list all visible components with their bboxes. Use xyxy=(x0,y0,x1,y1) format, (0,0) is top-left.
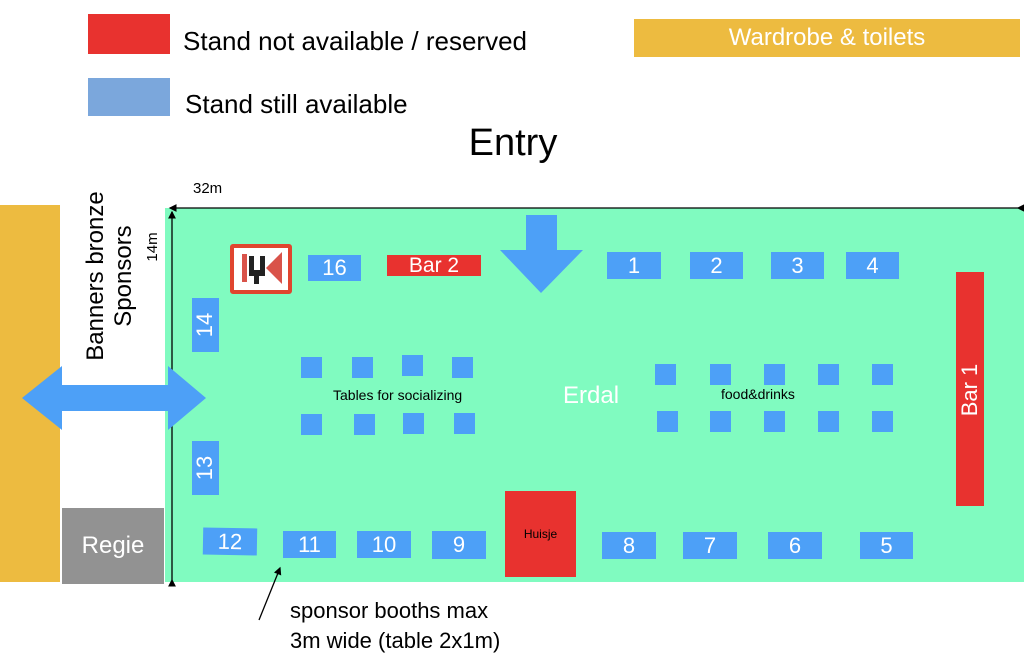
booth-note-line1: sponsor booths max xyxy=(290,598,489,623)
social-table xyxy=(352,357,373,378)
bar-2: Bar 2 xyxy=(387,253,481,277)
stand-4[interactable]: 4 xyxy=(846,252,899,279)
legend-available-label: Stand still available xyxy=(185,89,408,119)
stand-10[interactable]: 10 xyxy=(357,531,411,558)
stand-1[interactable]: 1 xyxy=(607,252,661,279)
stand-9[interactable]: 9 xyxy=(432,531,486,559)
legend-reserved-label: Stand not available / reserved xyxy=(183,26,527,56)
bar-2-label: Bar 2 xyxy=(408,253,460,277)
social-table xyxy=(354,414,375,435)
entry-label: Entry xyxy=(468,122,558,164)
booth-note: sponsor booths max 3m wide (table 2x1m) xyxy=(290,596,500,656)
bar-1 xyxy=(956,272,984,506)
stand-5[interactable]: 5 xyxy=(860,532,913,559)
food-table xyxy=(710,411,731,432)
regie-label: Regie xyxy=(81,532,145,559)
food-table xyxy=(710,364,731,385)
stand-14-label: 14 xyxy=(192,312,217,338)
stand-6[interactable]: 6 xyxy=(768,532,822,559)
huisje-label: Huisje xyxy=(523,527,558,541)
legend-reserved-swatch xyxy=(88,14,170,54)
regie-booth: Regie xyxy=(62,508,164,584)
social-table xyxy=(301,357,322,378)
width-label: 32m xyxy=(193,180,223,197)
social-table xyxy=(403,413,424,434)
food-table xyxy=(764,411,785,432)
stand-13[interactable] xyxy=(192,441,219,495)
stand-16[interactable]: 16 xyxy=(308,255,361,281)
food-table xyxy=(872,411,893,432)
food-table xyxy=(818,364,839,385)
food-table xyxy=(655,364,676,385)
social-table xyxy=(301,414,322,435)
social-table xyxy=(454,413,475,434)
bar-1-label: Bar 1 xyxy=(957,363,982,417)
food-label: food&drinks xyxy=(721,386,795,402)
note-pointer-line xyxy=(258,566,282,621)
food-table xyxy=(818,411,839,432)
wardrobe-toilets: Wardrobe & toilets xyxy=(634,19,1020,57)
food-table xyxy=(764,364,785,385)
stand-12[interactable]: 12 xyxy=(202,527,258,556)
stand-7[interactable]: 7 xyxy=(683,532,737,559)
wardrobe-label: Wardrobe & toilets xyxy=(728,24,926,51)
food-table xyxy=(872,364,893,385)
booth-note-line2: 3m wide (table 2x1m) xyxy=(290,628,501,653)
entrance-double-arrow-icon xyxy=(22,366,206,430)
food-table xyxy=(657,411,678,432)
stand-3[interactable]: 3 xyxy=(771,252,824,279)
stand-11[interactable]: 11 xyxy=(283,531,336,558)
social-table xyxy=(452,357,473,378)
tables-label: Tables for socializing xyxy=(333,387,463,403)
stand-13-label: 13 xyxy=(192,455,217,481)
stand-14[interactable] xyxy=(192,298,219,352)
huisje: Huisje xyxy=(505,491,576,577)
stand-8[interactable]: 8 xyxy=(602,532,656,559)
center-label: Erdal xyxy=(563,382,620,409)
entry-down-arrow-icon xyxy=(500,215,583,293)
stand-2[interactable]: 2 xyxy=(690,252,743,279)
social-table xyxy=(402,355,423,376)
emergency-exit-icon xyxy=(230,244,292,294)
legend-available-swatch xyxy=(88,78,170,116)
